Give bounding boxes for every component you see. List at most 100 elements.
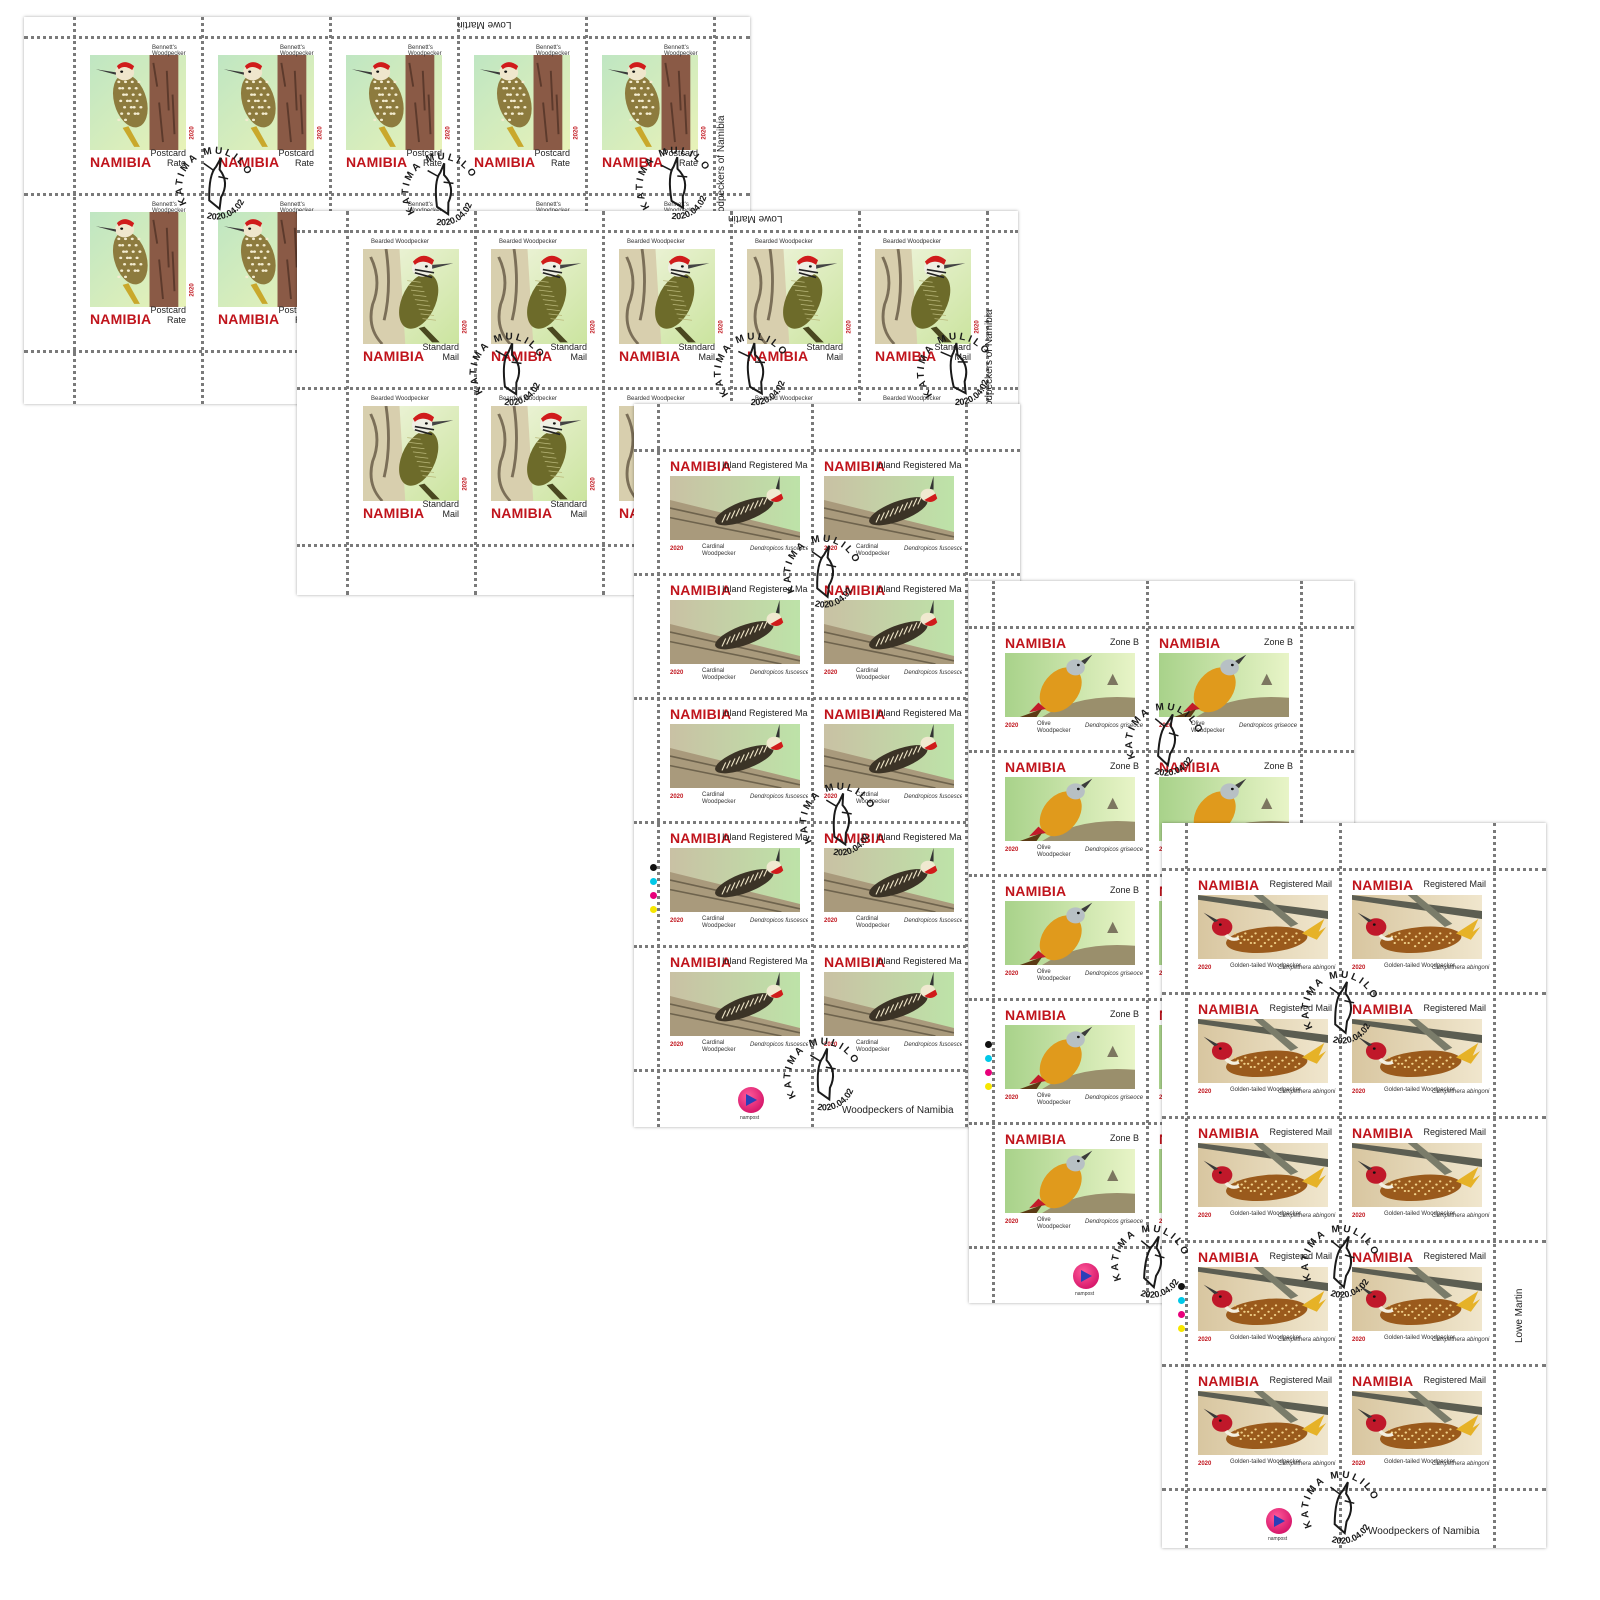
bird-body <box>715 993 774 1022</box>
bird-common-name: Woodpecker <box>1037 1100 1071 1106</box>
woodpecker-olive-icon <box>1005 1025 1135 1089</box>
bird-body <box>869 745 928 774</box>
postal-rate: Zone B <box>1109 1009 1139 1019</box>
bird-common-name: Woodpecker <box>1037 728 1071 734</box>
bird-common-name: Bennett's <box>152 202 177 208</box>
bird-crown <box>244 219 263 228</box>
postal-rate: Standard <box>422 499 459 509</box>
bird-common-name: Woodpecker <box>702 923 736 929</box>
issue-year: 2020 <box>1352 1337 1366 1343</box>
perforation-line <box>24 193 750 196</box>
country-name: NAMIBIA <box>670 954 732 970</box>
issue-year: 2020 <box>824 1042 838 1048</box>
bird-body <box>1039 1163 1082 1209</box>
country-name: NAMIBIA <box>824 458 886 474</box>
bird-crown <box>770 741 784 751</box>
perforation-line <box>965 404 968 1127</box>
postal-rate: Zone B <box>1109 1133 1139 1143</box>
postal-rate: Standard <box>934 342 971 352</box>
bird-common-name: Woodpecker <box>856 1047 890 1053</box>
perforation-line <box>969 874 1354 877</box>
postal-rate: Inland Registered Mail <box>876 584 962 594</box>
postal-rate: Postcard <box>150 305 186 315</box>
issue-year: 2020 <box>1198 965 1212 971</box>
bird-body <box>1193 667 1236 713</box>
postal-rate: Registered Mail <box>1423 1251 1486 1261</box>
bird-rump <box>1029 826 1046 837</box>
bird-scientific-name: Campethera abingoni <box>1432 1213 1490 1219</box>
bird-crown <box>770 493 784 503</box>
postal-rate: Mail <box>954 352 971 362</box>
postal-rate: Zone B <box>1109 885 1139 895</box>
colour-registration-dot <box>1178 1325 1185 1332</box>
postmark-bird-icon <box>816 545 835 599</box>
bird-tail <box>506 126 524 147</box>
bird-scientific-name: Campethera abingoni <box>1278 965 1336 971</box>
bird-common-name: Bennett's <box>280 202 305 208</box>
postal-rate: Registered Mail <box>1269 1003 1332 1013</box>
woodpecker-cardinal-icon <box>670 972 800 1036</box>
perforation-line <box>474 211 477 595</box>
colour-registration-dot <box>650 878 657 885</box>
bird-common-name: Woodpecker <box>856 675 890 681</box>
country-name: NAMIBIA <box>824 954 886 970</box>
bird-tail <box>1456 1167 1481 1188</box>
colour-registration-dot <box>985 1041 992 1048</box>
bird-tail <box>1173 709 1197 717</box>
bird-common-name: Olive <box>1037 845 1051 851</box>
perforation-line <box>713 17 716 404</box>
bird-scientific-name: Campethera abingoni <box>1278 1213 1336 1219</box>
tree-branch <box>1198 1391 1328 1415</box>
bird-beak <box>1357 1408 1373 1419</box>
woodpecker-cardinal-icon <box>824 476 954 540</box>
woodpecker-golden-tailed-icon <box>1352 895 1482 959</box>
country-name: NAMIBIA <box>1352 1001 1414 1017</box>
bird-beak <box>1203 1408 1219 1419</box>
country-name: NAMIBIA <box>1198 1001 1260 1017</box>
postal-rate: Inland Registered Mail <box>876 708 962 718</box>
bird-scientific-name: Campethera abingoni <box>1278 1461 1336 1467</box>
woodpecker-cardinal-icon <box>824 600 954 664</box>
bird-crown <box>770 865 784 875</box>
bird-body <box>869 993 928 1022</box>
perforation-line <box>201 17 204 404</box>
bird-common-name: Bearded Woodpecker <box>627 239 685 245</box>
bird-tail <box>418 483 440 500</box>
bird-scientific-name: Dendropicos griseocephalus <box>1085 971 1143 977</box>
postal-rate: Mail <box>698 352 715 362</box>
colour-registration-dot <box>650 906 657 913</box>
bird-common-name: Golden-tailed Woodpecker <box>1230 1459 1301 1465</box>
bird-common-name: Woodpecker <box>408 51 442 57</box>
bird-head <box>1066 1155 1085 1172</box>
woodpecker-bearded-icon <box>747 249 843 344</box>
bird-beak <box>1203 912 1219 923</box>
designer-credit: Lowe Martin <box>1514 1288 1525 1343</box>
bird-beak <box>223 69 244 75</box>
bird-beak <box>1203 1160 1219 1171</box>
bird-crown <box>924 255 947 265</box>
bird-beak <box>929 848 934 862</box>
bird-scientific-name: Campethera abingoni <box>1278 1337 1336 1343</box>
country-name: NAMIBIA <box>670 706 732 722</box>
bird-beak <box>775 600 780 614</box>
issue-year: 2020 <box>670 546 684 552</box>
issue-year: 2020 <box>824 794 838 800</box>
postmark-bird-icon <box>1143 1235 1163 1290</box>
issue-year: 2020 <box>590 320 597 334</box>
bird-common-name: Bennett's <box>408 45 433 51</box>
bird-scientific-name: Dendropicos griseocephalus <box>1085 1095 1143 1101</box>
perforation-line <box>969 998 1354 1001</box>
bird-tail <box>1456 1415 1481 1436</box>
bird-beak <box>432 420 454 426</box>
issue-year: 2020 <box>1352 965 1366 971</box>
woodpecker-golden-tailed-icon <box>1198 1143 1328 1207</box>
perforation-line <box>1162 868 1546 871</box>
bird-common-name: Cardinal <box>856 916 879 922</box>
bird-tail <box>1019 833 1043 841</box>
country-name: NAMIBIA <box>90 311 152 327</box>
